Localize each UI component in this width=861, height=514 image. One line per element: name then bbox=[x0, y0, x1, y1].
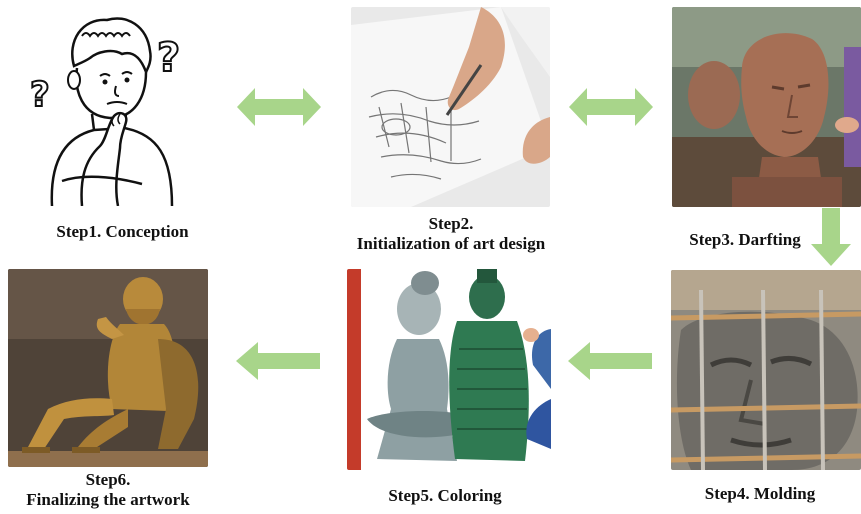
thinking-person-illustration: ? ? bbox=[22, 6, 192, 206]
step6-image bbox=[8, 269, 208, 467]
step3-caption: Step3. Darfting bbox=[670, 230, 820, 250]
step2-caption: Step2. Initialization of art design bbox=[336, 214, 566, 254]
step6-title: Step6. bbox=[85, 470, 131, 489]
step3-image bbox=[672, 7, 861, 207]
step1-caption: Step1. Conception bbox=[20, 222, 225, 242]
clay-bust-draft-photo bbox=[672, 7, 861, 207]
painting-statues-photo bbox=[347, 269, 551, 470]
step2-image bbox=[351, 7, 550, 207]
step4-caption: Step4. Molding bbox=[685, 484, 835, 504]
step3-label: Step3. Darfting bbox=[689, 230, 801, 249]
svg-text:?: ? bbox=[157, 35, 180, 81]
svg-text:?: ? bbox=[30, 75, 50, 115]
step5-caption: Step5. Coloring bbox=[360, 486, 530, 506]
step6-caption: Step6. Finalizing the artwork bbox=[0, 470, 216, 510]
step2-subtitle: Initialization of art design bbox=[356, 234, 546, 253]
step2-title: Step2. bbox=[428, 214, 474, 233]
arrow-step1-to-step2 bbox=[237, 88, 321, 126]
step1-label: Step1. Conception bbox=[56, 222, 189, 241]
bronze-seated-statue-photo bbox=[8, 269, 208, 467]
step1-image: ? ? bbox=[22, 6, 192, 206]
step4-label: Step4. Molding bbox=[704, 484, 816, 503]
sketching-hand-photo bbox=[351, 7, 550, 207]
arrow-step5-to-step6 bbox=[236, 342, 320, 380]
arrow-step2-to-step3 bbox=[569, 88, 653, 126]
step4-image bbox=[671, 270, 861, 470]
scaffold-molding-photo bbox=[671, 270, 861, 470]
arrow-step4-to-step5 bbox=[568, 342, 652, 380]
arrow-step3-to-step4 bbox=[811, 208, 851, 266]
step5-label: Step5. Coloring bbox=[388, 486, 502, 505]
step5-image bbox=[347, 269, 551, 470]
step6-subtitle: Finalizing the artwork bbox=[26, 490, 190, 509]
